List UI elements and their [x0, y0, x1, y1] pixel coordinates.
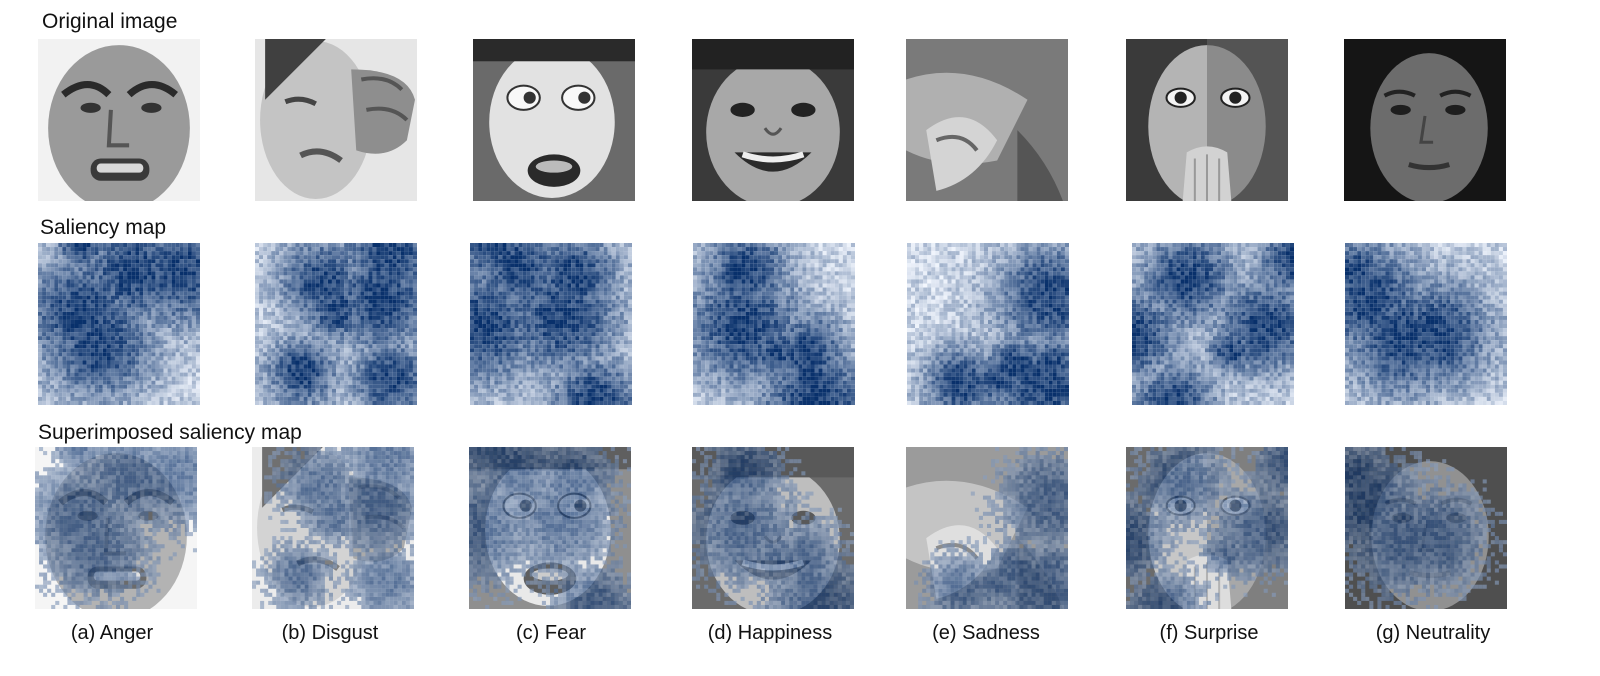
saliency-heatmap-fear [470, 243, 632, 405]
superimposed-map-disgust [252, 447, 414, 609]
caption-neutrality: (g) Neutrality [1375, 622, 1491, 644]
saliency-heatmap-disgust [255, 243, 417, 405]
superimposed-map-happiness [692, 447, 854, 609]
saliency-heatmap-anger [38, 243, 200, 405]
face-anger-icon [38, 39, 200, 201]
face-neutrality-icon [1344, 39, 1506, 201]
original-image-happiness [692, 39, 854, 201]
caption-fear: (c) Fear [516, 622, 586, 644]
superimposed-fear-icon [469, 447, 631, 609]
face-sadness-icon [906, 39, 1068, 201]
saliency-map-fear [470, 243, 632, 405]
saliency-map-anger [38, 243, 200, 405]
original-image-sadness [906, 39, 1068, 201]
face-surprise-icon [1126, 39, 1288, 201]
original-image-neutrality [1344, 39, 1506, 201]
superimposed-map-fear [469, 447, 631, 609]
saliency-map-surprise [1132, 243, 1294, 405]
face-fear-icon [473, 39, 635, 201]
superimposed-sadness-icon [906, 447, 1068, 609]
superimposed-anger-icon [35, 447, 197, 609]
row-label-saliency: Saliency map [40, 216, 167, 239]
superimposed-surprise-icon [1126, 447, 1288, 609]
superimposed-map-surprise [1126, 447, 1288, 609]
saliency-heatmap-happiness [693, 243, 855, 405]
original-image-surprise [1126, 39, 1288, 201]
superimposed-neutrality-icon [1345, 447, 1507, 609]
original-image-anger [38, 39, 200, 201]
saliency-map-disgust [255, 243, 417, 405]
saliency-map-neutrality [1345, 243, 1507, 405]
row-label-original: Original image [42, 10, 178, 33]
face-disgust-icon [255, 39, 417, 201]
original-image-disgust [255, 39, 417, 201]
row-label-superimposed: Superimposed saliency map [38, 421, 302, 444]
saliency-heatmap-neutrality [1345, 243, 1507, 405]
superimposed-map-sadness [906, 447, 1068, 609]
superimposed-disgust-icon [252, 447, 414, 609]
caption-disgust: (b) Disgust [281, 622, 379, 644]
superimposed-map-neutrality [1345, 447, 1507, 609]
caption-surprise: (f) Surprise [1159, 622, 1259, 644]
saliency-map-happiness [693, 243, 855, 405]
saliency-heatmap-sadness [907, 243, 1069, 405]
face-happiness-icon [692, 39, 854, 201]
caption-happiness: (d) Happiness [707, 622, 833, 644]
saliency-map-sadness [907, 243, 1069, 405]
superimposed-happiness-icon [692, 447, 854, 609]
superimposed-map-anger [35, 447, 197, 609]
caption-sadness: (e) Sadness [932, 622, 1040, 644]
saliency-heatmap-surprise [1132, 243, 1294, 405]
original-image-fear [473, 39, 635, 201]
caption-anger: (a) Anger [70, 622, 154, 644]
